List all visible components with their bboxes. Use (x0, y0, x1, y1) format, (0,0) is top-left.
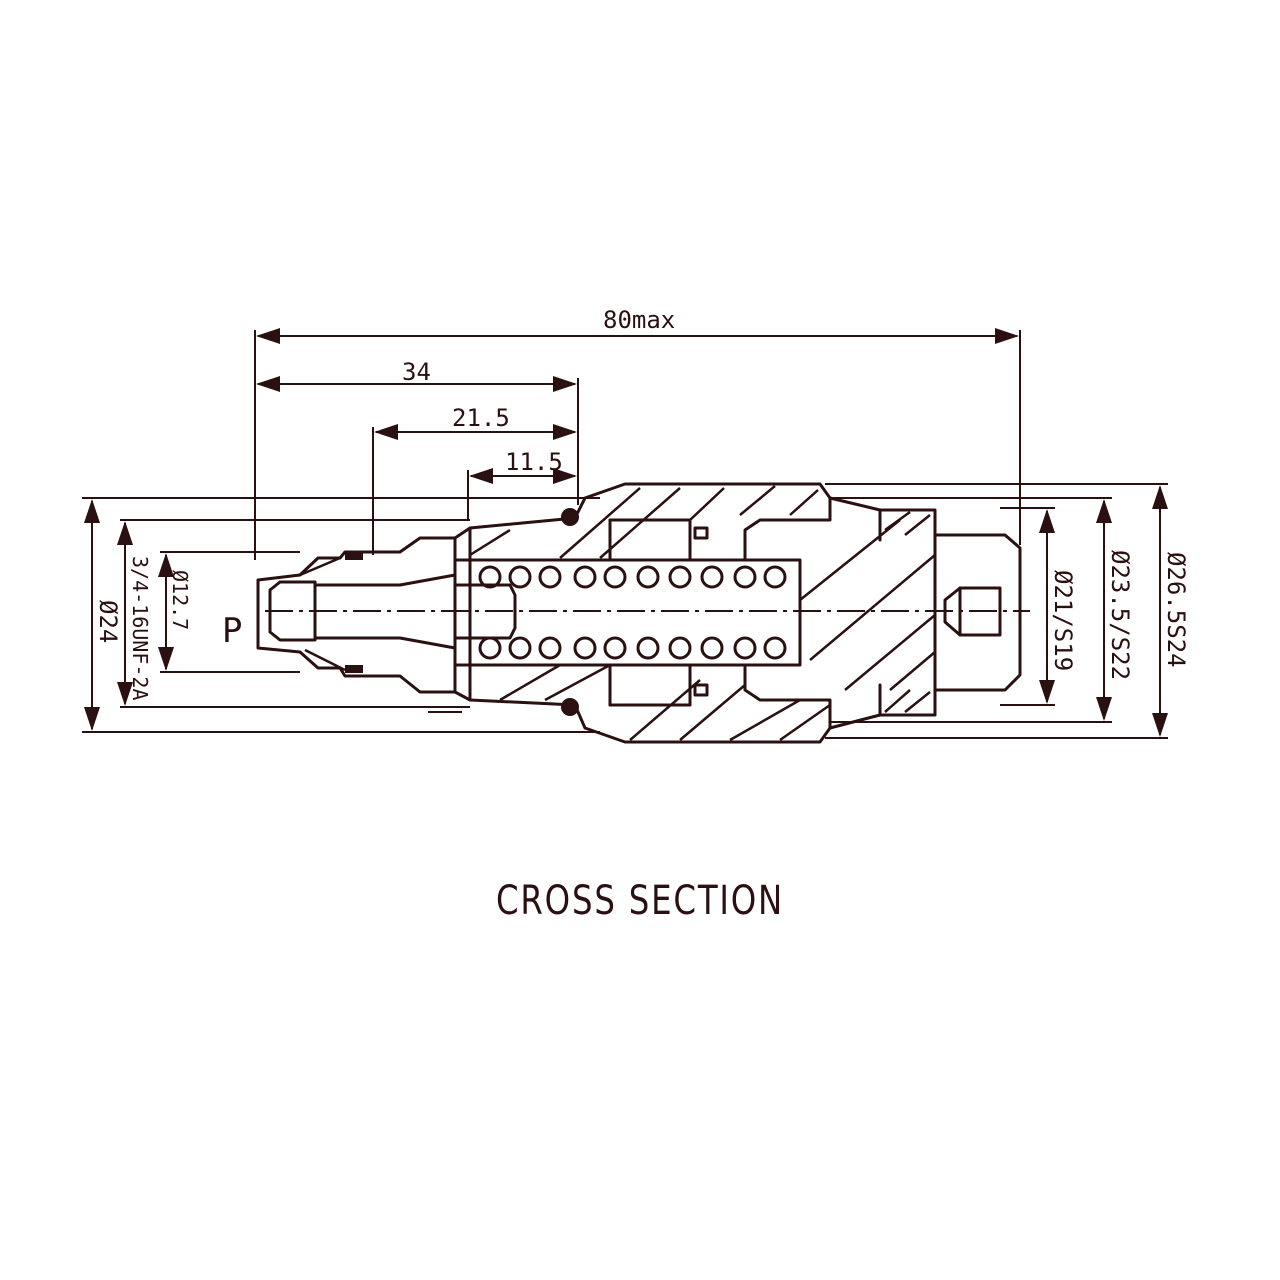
dim-label-11-5: 11.5 (505, 448, 563, 476)
section-hatching (299, 485, 936, 742)
dim-label-34: 34 (402, 358, 431, 386)
dimension-thread: 3/4-16UNF-2A (117, 519, 470, 708)
seals (345, 508, 709, 716)
dim-label-21-5: 21.5 (452, 404, 510, 432)
dimension-dia-24: Ø24 (82, 497, 600, 733)
dim-label-dia-23-5: Ø23.5/S22 (1106, 550, 1134, 680)
spring (478, 565, 787, 660)
dim-label-dia-26-5: Ø26.5S24 (1162, 552, 1190, 668)
drawing-caption: CROSS SECTION (495, 878, 785, 924)
dimension-80max: 80max (254, 306, 1021, 560)
dimension-dia-26-5: Ø26.5S24 (825, 483, 1190, 739)
dimension-21-5: 21.5 (372, 404, 577, 555)
port-label: P (222, 611, 242, 651)
dimension-dia-21: Ø21/S19 (1000, 507, 1077, 706)
dim-label-80max: 80max (603, 306, 675, 334)
dimension-dia-23-5: Ø23.5/S22 (830, 497, 1134, 723)
dimension-34: 34 (256, 358, 579, 505)
dim-label-dia-24: Ø24 (94, 600, 122, 643)
dim-label-dia-12-7: Ø12.7 (168, 570, 192, 630)
dimension-dia-12-7: Ø12.7 (158, 551, 300, 673)
dim-label-thread: 3/4-16UNF-2A (128, 556, 152, 701)
dim-label-dia-21: Ø21/S19 (1049, 570, 1077, 671)
dimension-11-5: 11.5 (467, 448, 577, 520)
